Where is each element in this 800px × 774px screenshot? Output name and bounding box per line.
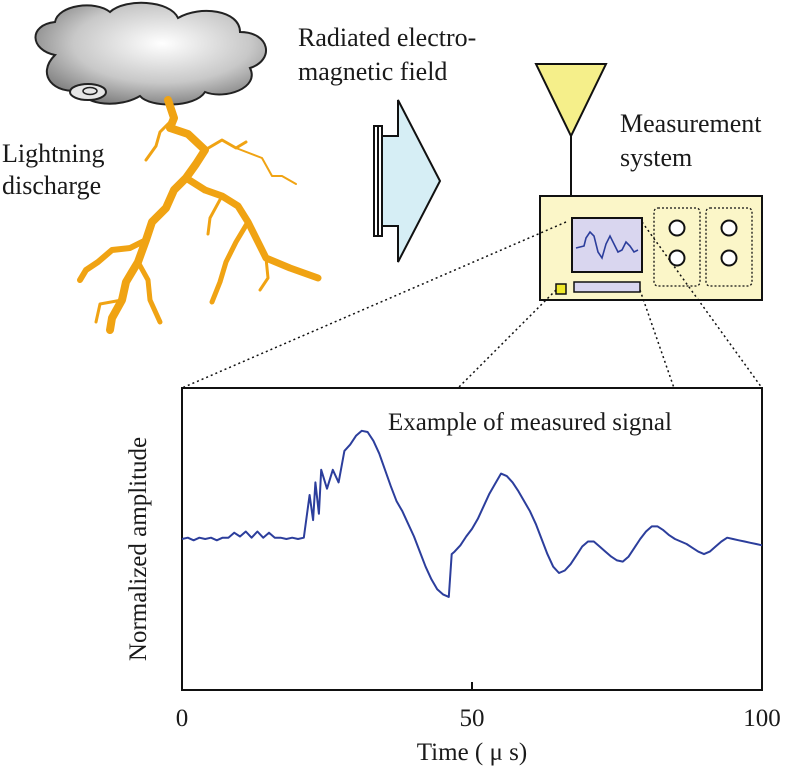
antenna-cone xyxy=(534,63,608,139)
x-axis-label: Time ( μ s) xyxy=(417,739,527,766)
zoom-lines xyxy=(181,221,763,389)
x-tick-label-100: 100 xyxy=(743,705,781,732)
signal-series-line xyxy=(181,429,763,598)
screen-signal-trace xyxy=(575,230,639,260)
arrow-body xyxy=(381,99,442,263)
lightning-branch-g xyxy=(144,116,176,162)
label-field-1: Radiated electro- xyxy=(298,23,476,52)
knob-1 xyxy=(668,219,686,237)
y-axis-label: Normalized amplitude xyxy=(125,437,152,661)
lightning-main-channel xyxy=(106,96,209,334)
cloud-vortex xyxy=(69,83,107,101)
label-lightning-2: discharge xyxy=(2,171,101,200)
lightning-branch-f xyxy=(235,147,297,185)
cloud-shape xyxy=(34,1,267,106)
device-indicator xyxy=(555,283,567,295)
lightning-branch-h xyxy=(206,194,224,236)
knob-2 xyxy=(668,249,686,267)
antenna xyxy=(534,63,608,196)
chart-caption: Example of measured signal xyxy=(388,409,672,436)
lightning-branch-b xyxy=(77,237,149,283)
signal-chart: Example of measured signal 0 50 100 Time (… xyxy=(125,387,781,766)
label-measurement-2: system xyxy=(620,143,692,172)
label-field-2: magnetic field xyxy=(298,57,447,86)
knob-3 xyxy=(720,219,738,237)
zoom-line-3 xyxy=(639,289,675,389)
lightning-branch-j xyxy=(258,256,270,292)
device-slot xyxy=(573,281,641,293)
x-tick-label-50: 50 xyxy=(460,705,485,732)
cloud-vortex-core xyxy=(82,86,98,96)
x-tick-label-0: 0 xyxy=(176,705,189,732)
zoom-line-4 xyxy=(641,221,763,389)
radiated-field-arrow xyxy=(373,99,442,263)
lightning-branch-a xyxy=(182,174,322,282)
lightning-branch-i xyxy=(94,298,124,324)
device-screen xyxy=(571,217,643,273)
zoom-line-2 xyxy=(457,289,557,389)
knob-4 xyxy=(720,249,738,267)
thundercloud xyxy=(34,1,267,106)
lightning-branch-c xyxy=(135,259,163,325)
zoom-line-1 xyxy=(181,221,567,389)
x-tick-labels: 0 50 100 xyxy=(176,705,781,732)
lightning-branch-d xyxy=(209,219,251,305)
label-lightning-1: Lightning xyxy=(2,139,105,168)
label-measurement-1: Measurement xyxy=(620,109,762,138)
measurement-device xyxy=(539,195,763,301)
lightning-bolt xyxy=(77,96,322,334)
x-tick-marks xyxy=(181,682,763,690)
lightning-branch-e xyxy=(203,138,248,152)
